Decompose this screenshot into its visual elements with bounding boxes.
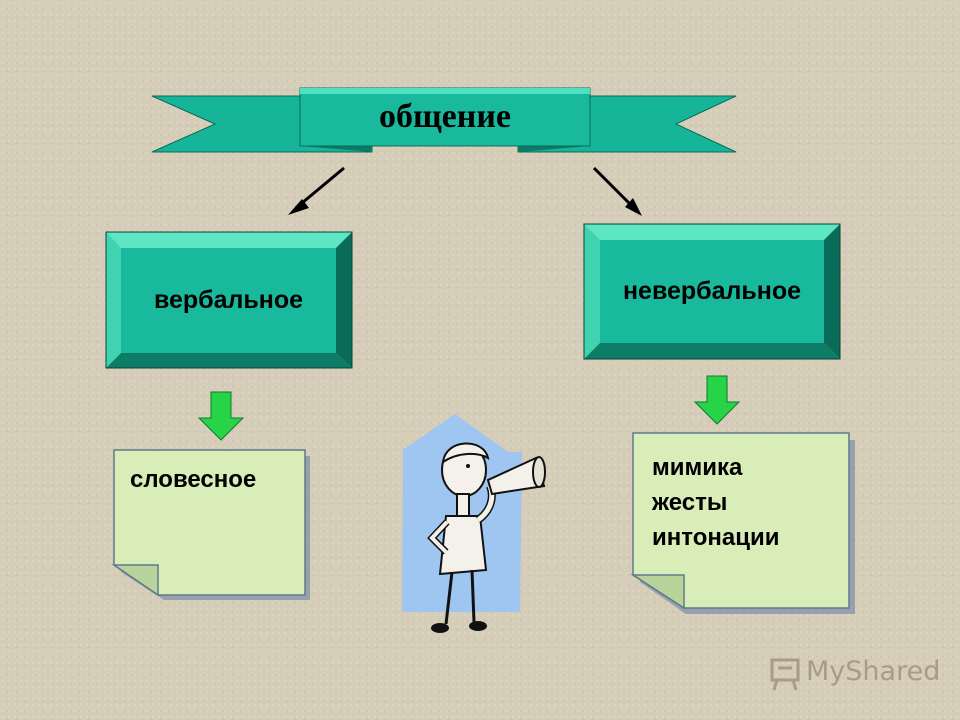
diagram-title: общение bbox=[378, 98, 512, 135]
nonverbal-box bbox=[583, 223, 841, 360]
verbal-note bbox=[111, 449, 310, 600]
nonverbal-note-line: интонации bbox=[652, 524, 780, 551]
watermark-text: MyShared bbox=[806, 656, 941, 687]
down-arrow-right bbox=[693, 375, 741, 425]
nonverbal-box-label: невербальное bbox=[622, 277, 802, 305]
verbal-box bbox=[105, 231, 353, 369]
branch-arrows bbox=[288, 166, 642, 216]
verbal-box-label: вербальное bbox=[153, 286, 304, 314]
down-arrow-left bbox=[197, 391, 245, 441]
nonverbal-note bbox=[630, 432, 855, 614]
nonverbal-note-line: мимика bbox=[652, 454, 743, 481]
presentation-board-icon bbox=[770, 658, 800, 691]
megaphone-person-illustration bbox=[402, 414, 546, 633]
nonverbal-note-line: жесты bbox=[652, 489, 728, 516]
verbal-note-line: словесное bbox=[130, 466, 257, 493]
title-ribbon bbox=[151, 87, 737, 153]
